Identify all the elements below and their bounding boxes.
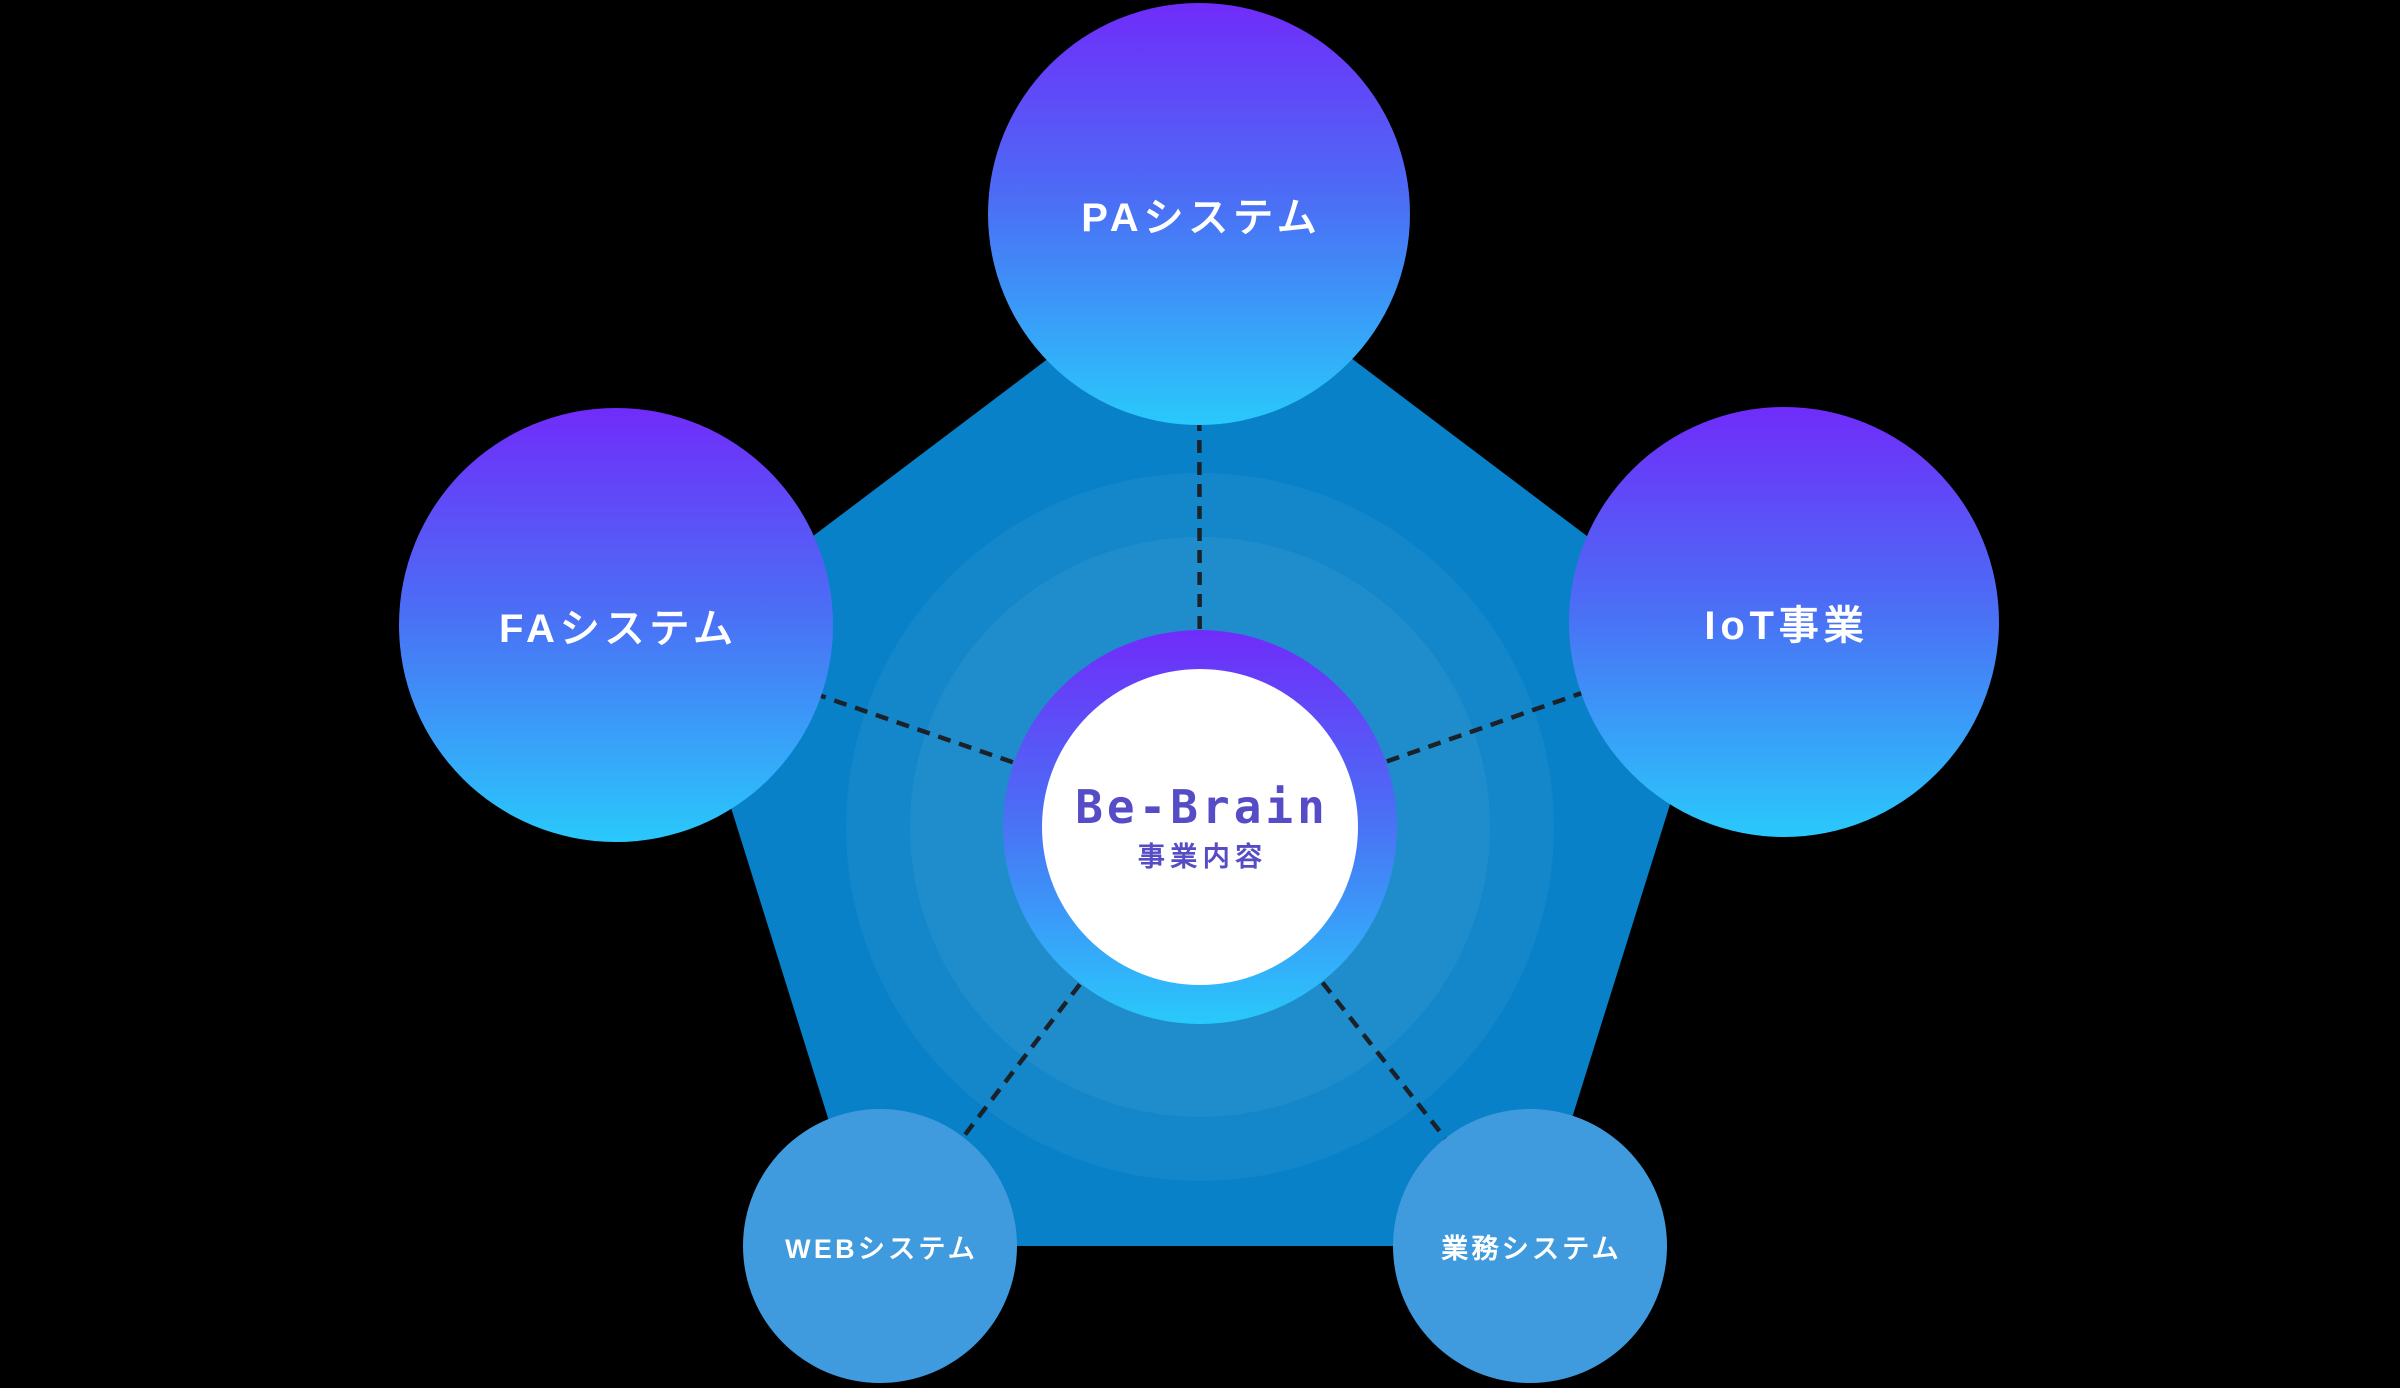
node-iot-business: IoT事業 bbox=[1569, 407, 1999, 837]
node-iot-label: IoT事業 bbox=[1704, 604, 1869, 648]
node-pa-label: PAシステム bbox=[1081, 196, 1322, 240]
node-pa-system: PAシステム bbox=[988, 3, 1410, 425]
hub-circle: Be-Brain 事業内容 bbox=[1042, 669, 1358, 985]
hub-company-name: Be-Brain bbox=[1075, 779, 1329, 834]
node-gyomu-system: 業務システム bbox=[1393, 1109, 1667, 1383]
node-fa-label: FAシステム bbox=[499, 607, 738, 651]
node-fa-system: FAシステム bbox=[399, 408, 833, 842]
node-web-system: WEBシステム bbox=[743, 1109, 1017, 1383]
hub-subtitle: 事業内容 bbox=[1137, 841, 1268, 872]
node-gyomu-label: 業務システム bbox=[1441, 1233, 1622, 1264]
node-web-label: WEBシステム bbox=[785, 1233, 979, 1264]
hub-ring: Be-Brain 事業内容 bbox=[1003, 630, 1397, 1024]
